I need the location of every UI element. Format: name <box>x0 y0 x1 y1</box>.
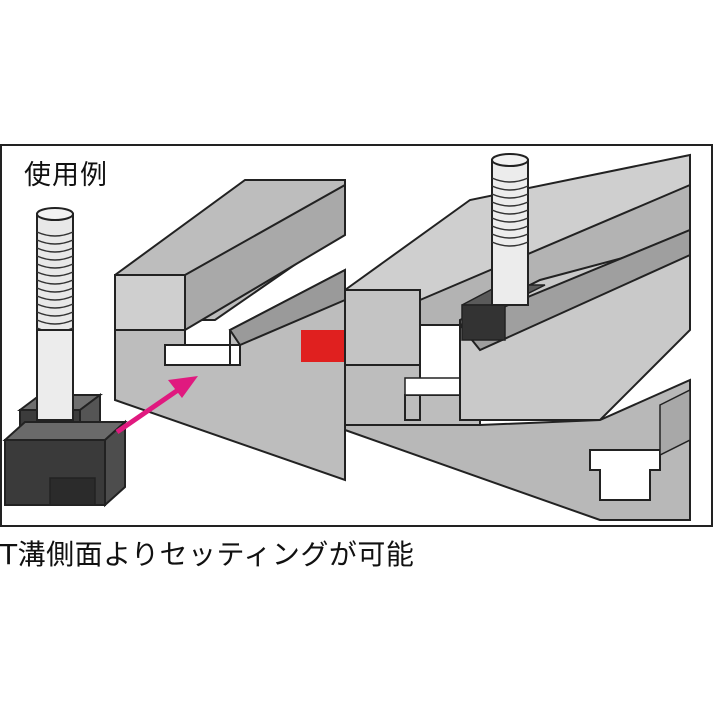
t-slot-rail-right <box>344 153 691 521</box>
illustration <box>0 144 713 527</box>
t-slot-rail-left <box>114 179 346 482</box>
example-label: 使用例 <box>24 160 108 191</box>
t-slot-nut-with-bolt <box>2 207 128 508</box>
caption-text: T溝側面よりセッティングが可能 <box>0 538 415 571</box>
pink-arrow <box>115 376 198 435</box>
